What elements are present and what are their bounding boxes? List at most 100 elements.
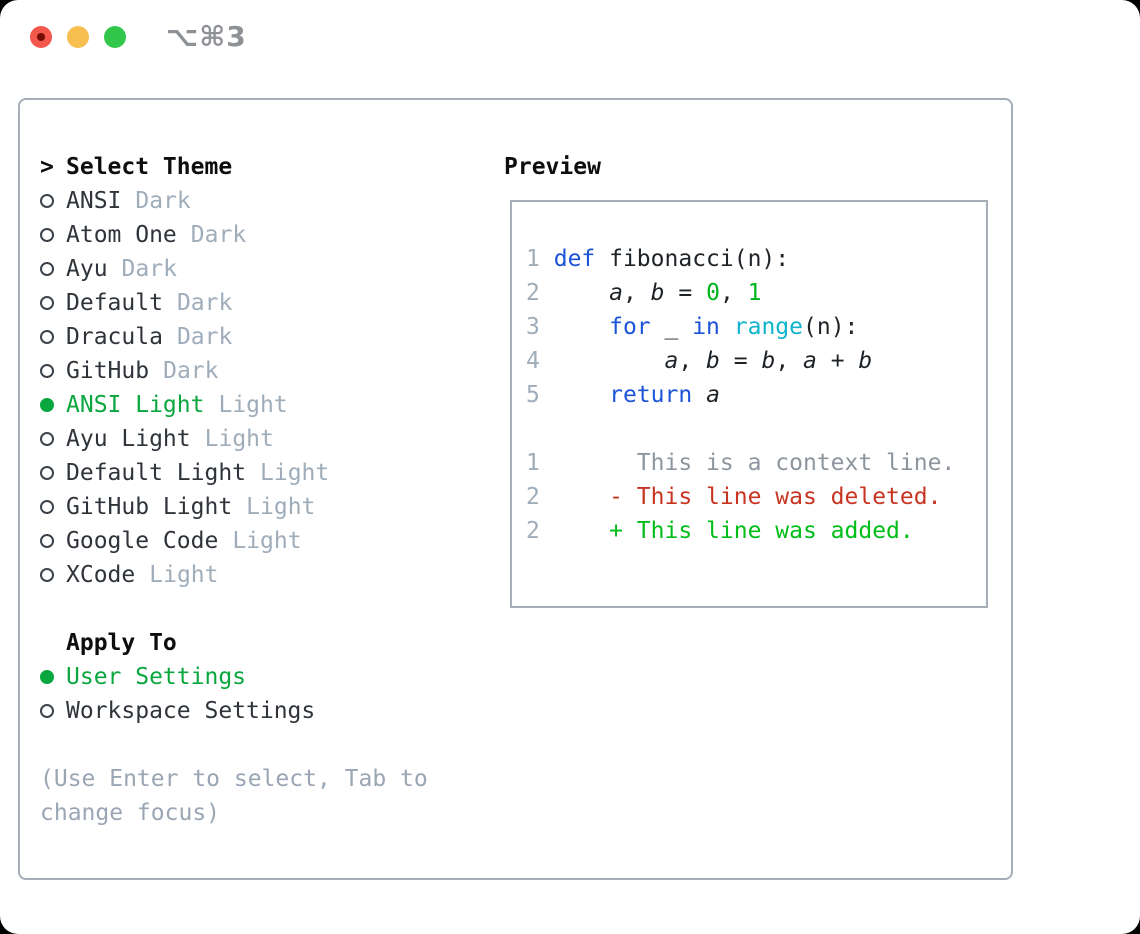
line-number: 1	[526, 450, 540, 476]
apply-to-header: Apply To	[40, 626, 428, 660]
window-title: ⌥⌘3	[166, 20, 247, 53]
code-token: return	[609, 382, 693, 408]
keyboard-hint-line-2: change focus)	[40, 800, 221, 826]
radio-icon	[40, 296, 66, 310]
theme-name: Atom One	[66, 222, 177, 248]
theme-tag: Dark	[176, 324, 233, 350]
theme-option-ansi-light[interactable]: ANSI Light Light	[40, 388, 428, 422]
theme-option-ayu-light[interactable]: Ayu Light Light	[40, 422, 428, 456]
theme-option-xcode-light[interactable]: XCode Light	[40, 558, 428, 592]
theme-tag: Light	[232, 528, 302, 554]
theme-option-google-code-light[interactable]: Google Code Light	[40, 524, 428, 558]
radio-icon	[40, 534, 66, 548]
code-line: 1 def fibonacci(n):	[526, 242, 986, 276]
code-token: b	[706, 348, 720, 374]
code-line: 4 a, b = b, a + b	[526, 344, 986, 378]
theme-picker-panel: > Select Theme ANSI Dark Atom One Dark A…	[18, 98, 1013, 880]
radio-icon	[40, 704, 66, 718]
code-token: 0	[706, 280, 720, 306]
code-token: 1	[747, 280, 762, 306]
code-token	[540, 280, 609, 306]
line-number: 2	[526, 518, 540, 544]
theme-name: ANSI	[66, 188, 122, 214]
line-number: 2	[526, 484, 540, 510]
code-token: for	[609, 314, 651, 340]
apply-option-workspace-settings[interactable]: Workspace Settings	[40, 694, 428, 728]
zoom-button[interactable]	[104, 26, 126, 48]
line-number: 5	[526, 382, 540, 408]
apply-option-label: User Settings	[66, 664, 247, 690]
radio-icon	[40, 568, 66, 582]
close-button[interactable]	[30, 26, 52, 48]
code-token: _	[650, 314, 693, 340]
radio-icon	[40, 500, 66, 514]
theme-tag: Dark	[121, 256, 177, 282]
code-token: ,	[719, 280, 748, 306]
code-token: fibonacci(n):	[595, 246, 790, 272]
code-token: - This line was deleted.	[609, 484, 942, 510]
code-token	[692, 382, 706, 408]
code-token: a	[664, 348, 679, 374]
diff-deleted-line: 2 - This line was deleted.	[526, 480, 986, 514]
theme-option-github-dark[interactable]: GitHub Dark	[40, 354, 428, 388]
theme-option-atom-one-dark[interactable]: Atom One Dark	[40, 218, 428, 252]
minimize-button[interactable]	[67, 26, 89, 48]
theme-option-ayu-dark[interactable]: Ayu Dark	[40, 252, 428, 286]
theme-name: GitHub	[66, 358, 150, 384]
theme-option-dracula-dark[interactable]: Dracula Dark	[40, 320, 428, 354]
theme-name: ANSI Light	[66, 392, 205, 418]
code-line: 3 for _ in range(n):	[526, 310, 986, 344]
line-number: 1	[526, 246, 540, 272]
radio-icon	[40, 228, 66, 242]
code-token: b	[761, 348, 776, 374]
apply-option-user-settings[interactable]: User Settings	[40, 660, 428, 694]
theme-name: Default Light	[66, 460, 247, 486]
preview-title: Preview	[504, 154, 601, 180]
select-theme-header: > Select Theme	[40, 150, 428, 184]
theme-name: Ayu	[66, 256, 108, 282]
spacer	[40, 728, 428, 762]
code-line: 2 a, b = 0, 1	[526, 276, 986, 310]
code-token	[540, 314, 609, 340]
code-token: This is a context line.	[539, 450, 956, 476]
theme-option-github-light[interactable]: GitHub Light Light	[40, 490, 428, 524]
code-token: =	[664, 280, 707, 306]
code-line: 5 return a	[526, 378, 986, 412]
theme-option-ansi-dark[interactable]: ANSI Dark	[40, 184, 428, 218]
diff-context-line: 1 This is a context line.	[526, 446, 986, 480]
theme-tag: Light	[246, 494, 316, 520]
preview-panel: Preview 1 def fibonacci(n): 2 a, b = 0, …	[504, 150, 988, 608]
pointer-icon: >	[40, 154, 54, 180]
theme-option-default-light[interactable]: Default Light Light	[40, 456, 428, 490]
theme-name: Default	[66, 290, 163, 316]
apply-to-title: Apply To	[66, 630, 177, 656]
theme-name: Dracula	[66, 324, 163, 350]
radio-selected-icon	[40, 398, 66, 412]
theme-tag: Dark	[176, 290, 233, 316]
theme-list: > Select Theme ANSI Dark Atom One Dark A…	[40, 150, 428, 830]
code-token: ,	[678, 348, 707, 374]
select-theme-title: Select Theme	[66, 154, 233, 180]
theme-tag: Light	[260, 460, 330, 486]
theme-name: XCode	[66, 562, 136, 588]
code-token	[720, 314, 734, 340]
code-token	[540, 348, 665, 374]
theme-name: Ayu Light	[66, 426, 191, 452]
diff-added-line: 2 + This line was added.	[526, 514, 986, 548]
theme-tag: Light	[204, 426, 274, 452]
code-token: a	[706, 382, 720, 408]
theme-option-default-dark[interactable]: Default Dark	[40, 286, 428, 320]
code-token: ,	[622, 280, 651, 306]
code-line-blank	[526, 412, 986, 446]
theme-tag: Light	[149, 562, 219, 588]
theme-name: GitHub Light	[66, 494, 233, 520]
code-token: +	[816, 348, 859, 374]
code-token: in	[692, 314, 720, 340]
theme-tag: Dark	[135, 188, 191, 214]
radio-icon	[40, 364, 66, 378]
radio-icon	[40, 194, 66, 208]
code-token: a	[803, 348, 817, 374]
code-token: def	[553, 246, 596, 272]
code-token: =	[719, 348, 762, 374]
